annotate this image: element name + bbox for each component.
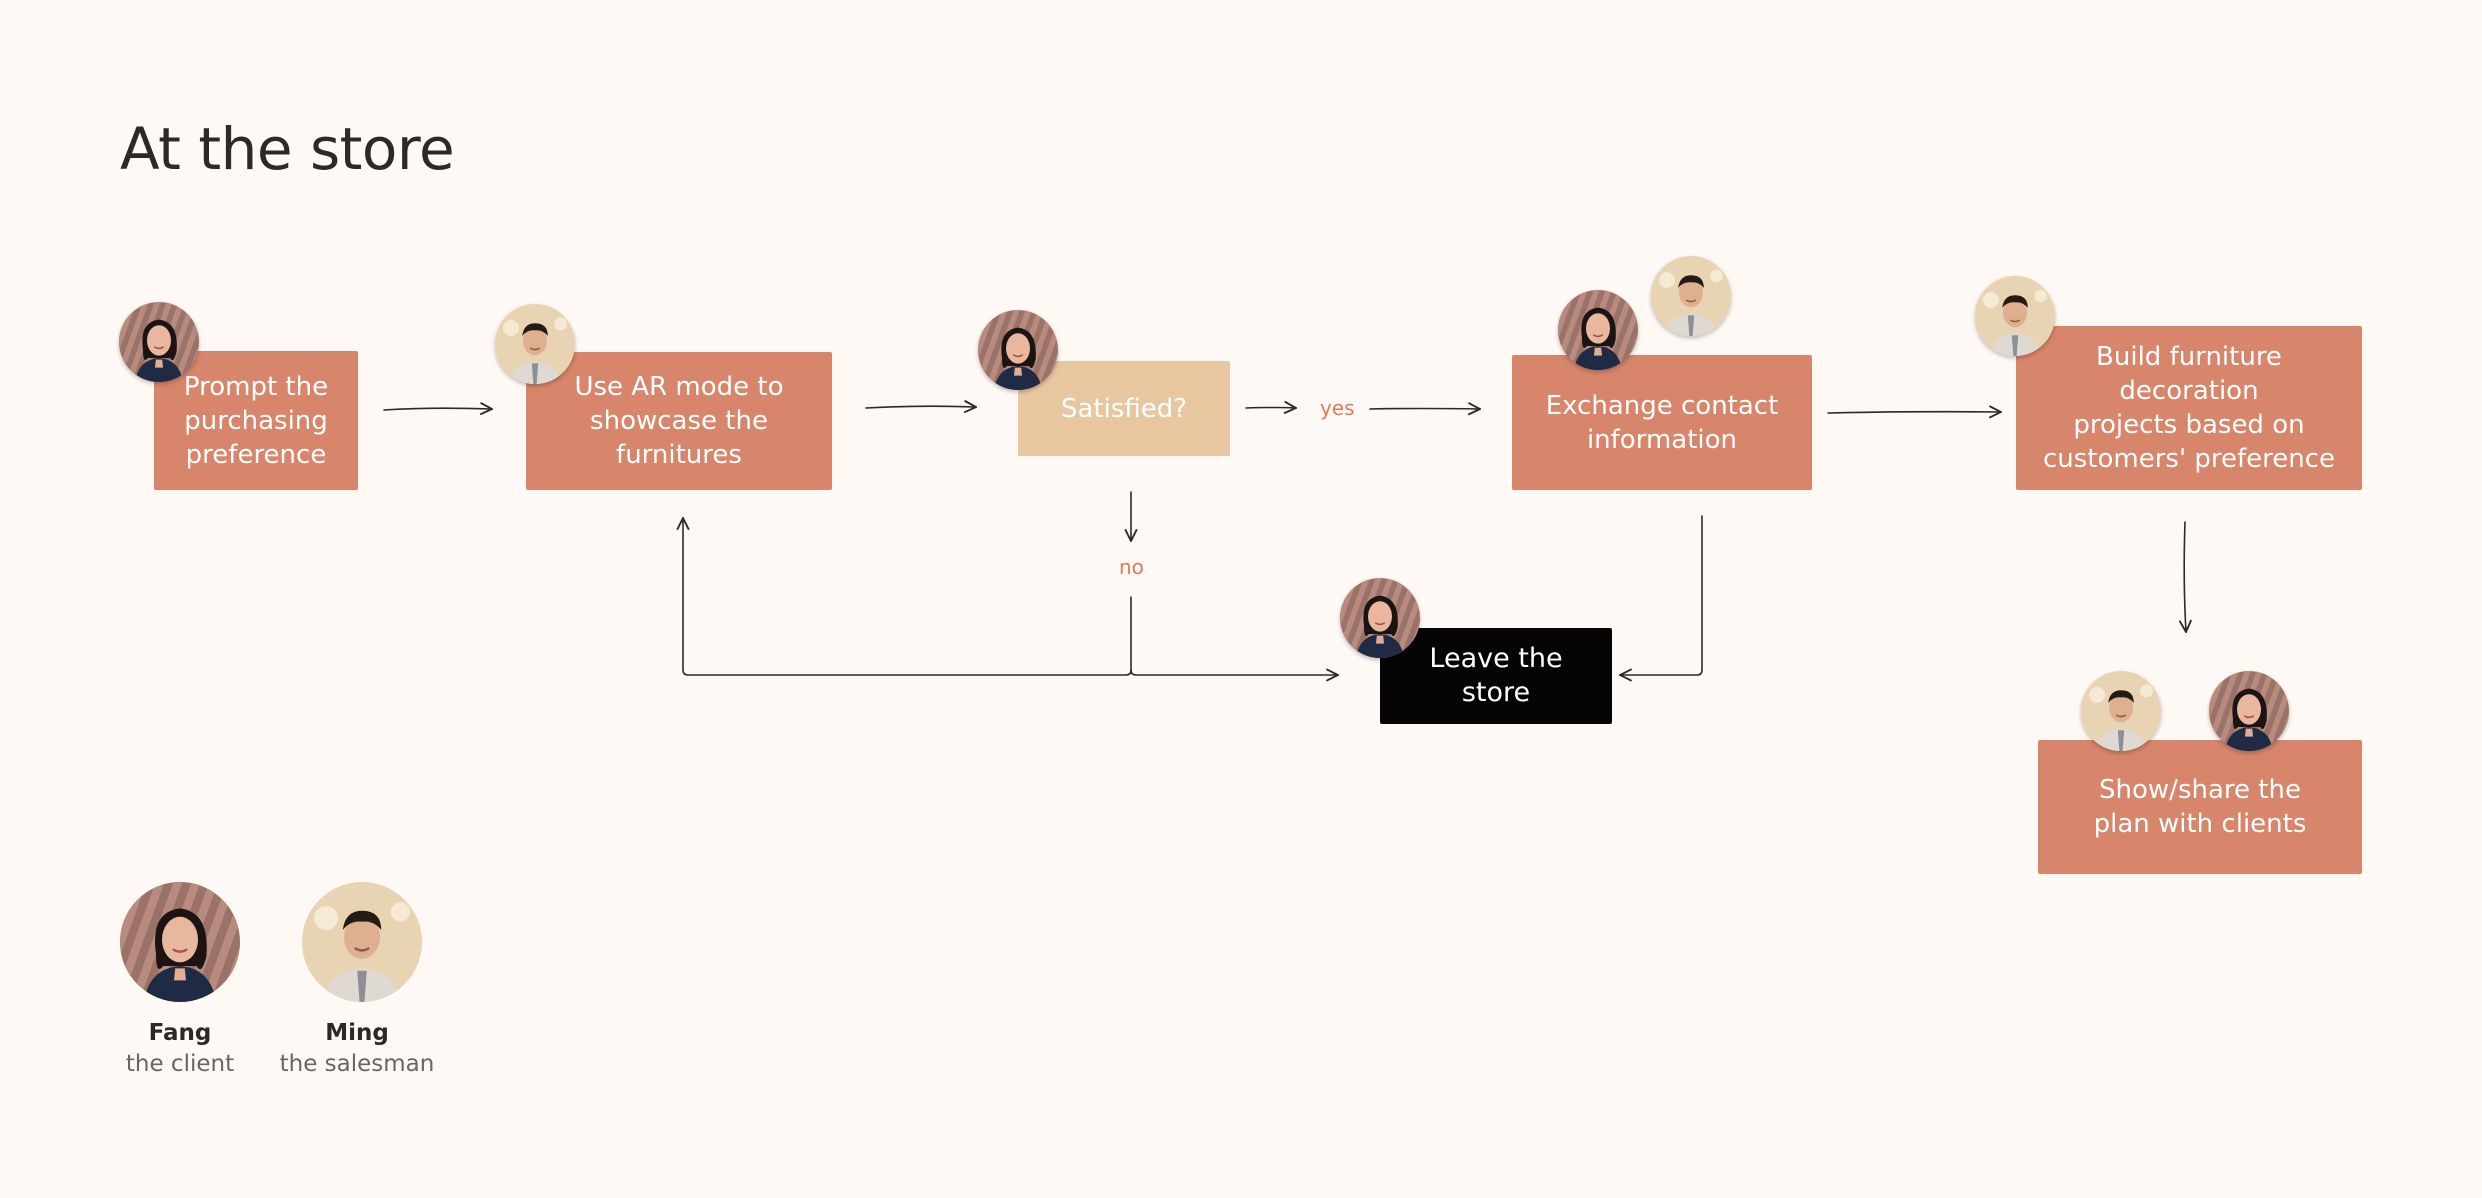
- arrow-ar-to-satisfied: [865, 406, 976, 408]
- node-prompt-preference[interactable]: Prompt the purchasing preference: [154, 351, 358, 490]
- node-satisfied-decision[interactable]: Satisfied?: [1018, 361, 1230, 456]
- edge-label-no: no: [1119, 555, 1144, 579]
- line-satisfied-to-yes: [1245, 408, 1296, 409]
- arrow-build-to-show: [2184, 521, 2186, 632]
- legend-fang-name: Fang: [148, 1020, 212, 1046]
- legend-ming-role: the salesman: [279, 1051, 435, 1077]
- arrow-no-to-leave: [1130, 670, 1338, 675]
- arrow-yes-to-exchange: [1369, 409, 1480, 410]
- node-use-ar-mode[interactable]: Use AR mode to showcase the furnitures: [526, 352, 832, 490]
- edge-label-yes: yes: [1320, 396, 1355, 420]
- node-leave-store[interactable]: Leave the store: [1380, 628, 1612, 724]
- ming-avatar: [2081, 671, 2161, 751]
- legend-ming-name: Ming: [325, 1020, 389, 1046]
- arrow-prompt-to-ar: [383, 408, 492, 410]
- fang-avatar: [978, 310, 1058, 390]
- node-show-plan[interactable]: Show/share the plan with clients: [2038, 740, 2362, 874]
- page-title: At the store: [120, 115, 455, 183]
- fang-avatar: [2209, 671, 2289, 751]
- legend-fang-avatar: [120, 882, 240, 1002]
- ming-avatar: [495, 304, 575, 384]
- fang-avatar: [1340, 578, 1420, 658]
- arrow-exchange-to-leave: [1620, 515, 1703, 675]
- node-build-projects[interactable]: Build furniture decoration projects base…: [2016, 326, 2362, 490]
- fang-avatar: [119, 302, 199, 382]
- fang-avatar: [1558, 290, 1638, 370]
- line-no-down: [683, 518, 1132, 676]
- arrow-exchange-to-build: [1827, 412, 2001, 413]
- ming-avatar: [1651, 256, 1731, 336]
- node-exchange-contact[interactable]: Exchange contact information: [1512, 355, 1812, 490]
- ming-avatar: [1975, 276, 2055, 356]
- legend-fang-role: the client: [125, 1051, 235, 1077]
- legend-ming-avatar: [302, 882, 422, 1002]
